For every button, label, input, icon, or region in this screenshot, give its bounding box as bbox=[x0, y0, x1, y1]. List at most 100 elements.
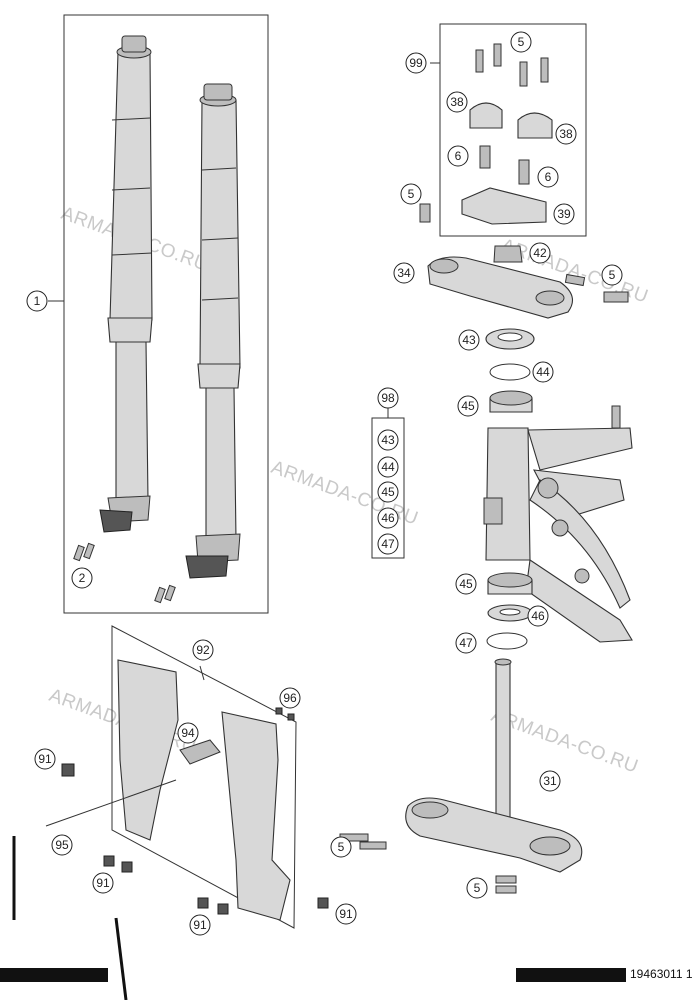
callout-c-96: 96 bbox=[279, 687, 301, 709]
callout-circle bbox=[537, 166, 559, 188]
callout-c-46: 46 bbox=[527, 605, 549, 627]
callout-number: 5 bbox=[474, 881, 481, 895]
callout-c-38b: 38 bbox=[555, 123, 577, 145]
callout-circle bbox=[446, 91, 468, 113]
callout-circle bbox=[377, 429, 399, 451]
callout-number: 5 bbox=[338, 840, 345, 854]
callout-c-5e: 5 bbox=[466, 877, 488, 899]
callout-c-34: 34 bbox=[393, 262, 415, 284]
callout-circle bbox=[447, 145, 469, 167]
callout-number: 45 bbox=[459, 577, 473, 591]
callout-circle bbox=[26, 290, 48, 312]
callout-c-91d: 91 bbox=[335, 903, 357, 925]
callout-number: 91 bbox=[193, 918, 207, 932]
callout-number: 95 bbox=[55, 838, 69, 852]
callout-number: 1 bbox=[34, 294, 41, 308]
footer-bar-right bbox=[516, 968, 626, 982]
callout-circle bbox=[393, 262, 415, 284]
callout-number: 6 bbox=[545, 170, 552, 184]
callout-c-6b: 6 bbox=[537, 166, 559, 188]
callout-circle bbox=[377, 507, 399, 529]
callout-c-5c: 5 bbox=[601, 264, 623, 286]
callout-number: 39 bbox=[557, 207, 571, 221]
callout-circle bbox=[601, 264, 623, 286]
document-id: 19463011 1 bbox=[630, 967, 693, 981]
callout-c-91a: 91 bbox=[34, 748, 56, 770]
callout-c-99: 99 bbox=[405, 52, 427, 74]
callout-c-2: 2 bbox=[71, 567, 93, 589]
callout-c-1: 1 bbox=[26, 290, 48, 312]
callout-circle bbox=[539, 770, 561, 792]
callout-k-44: 44 bbox=[377, 456, 399, 478]
callout-circle bbox=[51, 834, 73, 856]
callout-c-5d: 5 bbox=[330, 836, 352, 858]
bearing-stack-lower bbox=[486, 572, 533, 650]
callout-circle bbox=[192, 639, 214, 661]
callout-circle bbox=[527, 605, 549, 627]
callout-circle bbox=[555, 123, 577, 145]
callout-number: 47 bbox=[381, 537, 395, 551]
callout-c-92: 92 bbox=[192, 639, 214, 661]
callout-c-47: 47 bbox=[455, 632, 477, 654]
callout-number: 45 bbox=[461, 399, 475, 413]
callout-number: 47 bbox=[459, 636, 473, 650]
fork-frame-box bbox=[63, 14, 269, 614]
callout-circle bbox=[455, 632, 477, 654]
callout-number: 91 bbox=[38, 752, 52, 766]
fork-guard-group bbox=[45, 625, 387, 929]
callout-number: 91 bbox=[96, 876, 110, 890]
lower-triple-clamp bbox=[405, 658, 583, 894]
callout-c-45a: 45 bbox=[457, 395, 479, 417]
callout-number: 5 bbox=[408, 187, 415, 201]
callout-circle bbox=[466, 877, 488, 899]
kit-box-99 bbox=[430, 23, 587, 237]
callout-number: 46 bbox=[381, 511, 395, 525]
callout-number: 45 bbox=[381, 485, 395, 499]
callout-circle bbox=[400, 183, 422, 205]
footer-bar-left bbox=[0, 968, 108, 982]
callout-number: 43 bbox=[462, 333, 476, 347]
callout-number: 44 bbox=[536, 365, 550, 379]
callout-number: 94 bbox=[181, 726, 195, 740]
callout-k-43: 43 bbox=[377, 429, 399, 451]
upper-triple-clamp bbox=[427, 245, 629, 319]
callout-circle bbox=[377, 387, 399, 409]
callout-number: 31 bbox=[543, 774, 557, 788]
callout-c-42: 42 bbox=[529, 242, 551, 264]
callout-number: 91 bbox=[339, 907, 353, 921]
fork-leg-left bbox=[99, 35, 153, 533]
callout-circle bbox=[177, 722, 199, 744]
callout-number: 5 bbox=[518, 35, 525, 49]
callout-c-5b: 5 bbox=[400, 183, 422, 205]
callout-circle bbox=[189, 914, 211, 936]
callout-circle bbox=[553, 203, 575, 225]
callout-c-43a: 43 bbox=[458, 329, 480, 351]
callout-c-5a: 5 bbox=[510, 31, 532, 53]
callout-circle bbox=[458, 329, 480, 351]
callout-number: 92 bbox=[196, 643, 210, 657]
callout-circle bbox=[330, 836, 352, 858]
callout-circle bbox=[510, 31, 532, 53]
callout-c-31: 31 bbox=[539, 770, 561, 792]
callout-number: 96 bbox=[283, 691, 297, 705]
callout-c-94: 94 bbox=[177, 722, 199, 744]
kit-99-box bbox=[439, 23, 587, 237]
callout-c-91b: 91 bbox=[92, 872, 114, 894]
callout-c-44a: 44 bbox=[532, 361, 554, 383]
bolt-5 bbox=[419, 203, 431, 223]
callout-k-45: 45 bbox=[377, 481, 399, 503]
callout-c-38a: 38 bbox=[446, 91, 468, 113]
callout-k-47: 47 bbox=[377, 533, 399, 555]
callout-number: 38 bbox=[450, 95, 464, 109]
callout-number: 2 bbox=[79, 571, 86, 585]
callout-circle bbox=[92, 872, 114, 894]
callout-c-39: 39 bbox=[553, 203, 575, 225]
callout-c-91c: 91 bbox=[189, 914, 211, 936]
fork-legs-group bbox=[48, 14, 269, 614]
callout-circle bbox=[71, 567, 93, 589]
callout-c-98: 98 bbox=[377, 387, 399, 409]
callout-c-45b: 45 bbox=[455, 573, 477, 595]
callout-number: 46 bbox=[531, 609, 545, 623]
callout-circle bbox=[455, 573, 477, 595]
